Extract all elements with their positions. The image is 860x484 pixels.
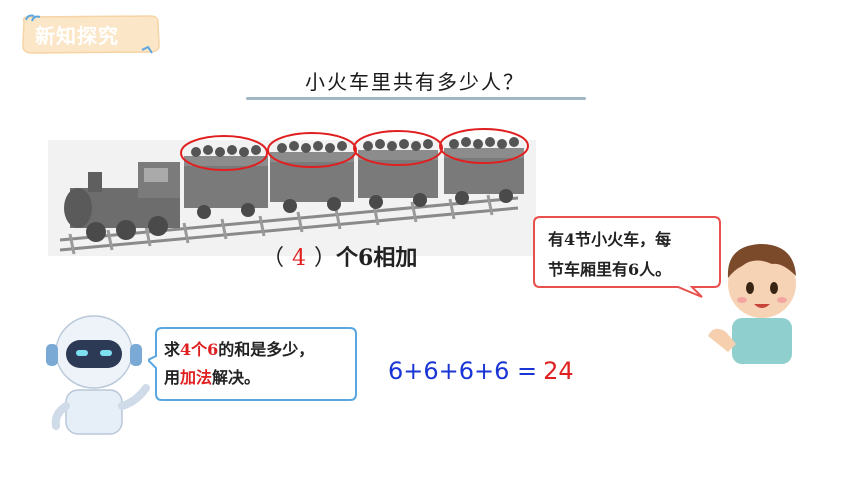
robot-line1-prefix: 求 [164, 340, 181, 359]
robot-speech-line-1: 求4个6的和是多少， [164, 336, 350, 364]
robot-speech-bubble [148, 327, 357, 401]
carriage-4 [444, 137, 524, 205]
group-circle-2 [267, 132, 357, 168]
group-circle-3 [353, 130, 443, 166]
boy-speech-line-1: 有4节小火车，每 [548, 230, 672, 249]
question-title: 小火车里共有多少人？ [305, 70, 525, 94]
close-paren: ） [314, 246, 337, 271]
boy-speech-text: 有4节小火车，每 节车厢里有6人。 [548, 225, 716, 285]
robot-line2-suffix: 解决。 [212, 368, 261, 387]
robot-speech-text: 求4个6的和是多少， 用加法解决。 [164, 336, 350, 392]
robot-line1-suffix: 的和是多少， [218, 340, 315, 359]
title-underline [246, 97, 586, 100]
carriage-1 [184, 145, 268, 219]
group-circle-4 [439, 128, 529, 164]
section-tag-label: 新知探究 [35, 24, 119, 48]
robot-speech-line-2: 用加法解决。 [164, 364, 350, 392]
equation-result: 24 [543, 357, 574, 385]
locomotive [64, 162, 180, 242]
open-paren: （ [262, 246, 285, 271]
group-circle-1 [180, 135, 268, 171]
robot-line1-highlight: 4个6 [180, 340, 219, 359]
robot-line2-prefix: 用 [164, 368, 181, 387]
equation-expression: 6+6+6+6 = [388, 357, 538, 385]
count-statement: （ 4 ）个6相加 [262, 240, 417, 276]
addition-equation: 6+6+6+6 =24 [388, 357, 574, 385]
robot-line2-highlight: 加法 [180, 368, 213, 387]
boy-speech-line-2: 节车厢里有6人。 [548, 260, 672, 279]
boy-character [708, 244, 796, 364]
boy-speech-bubble [533, 216, 721, 298]
carriage-2 [270, 141, 354, 213]
robot-character [46, 315, 150, 435]
count-answer: 4 [292, 246, 307, 271]
carriage-3 [358, 139, 438, 209]
count-suffix: 个6相加 [336, 245, 418, 271]
train-illustration [48, 128, 536, 256]
rail-track [59, 194, 519, 255]
section-tag-background [22, 14, 160, 54]
